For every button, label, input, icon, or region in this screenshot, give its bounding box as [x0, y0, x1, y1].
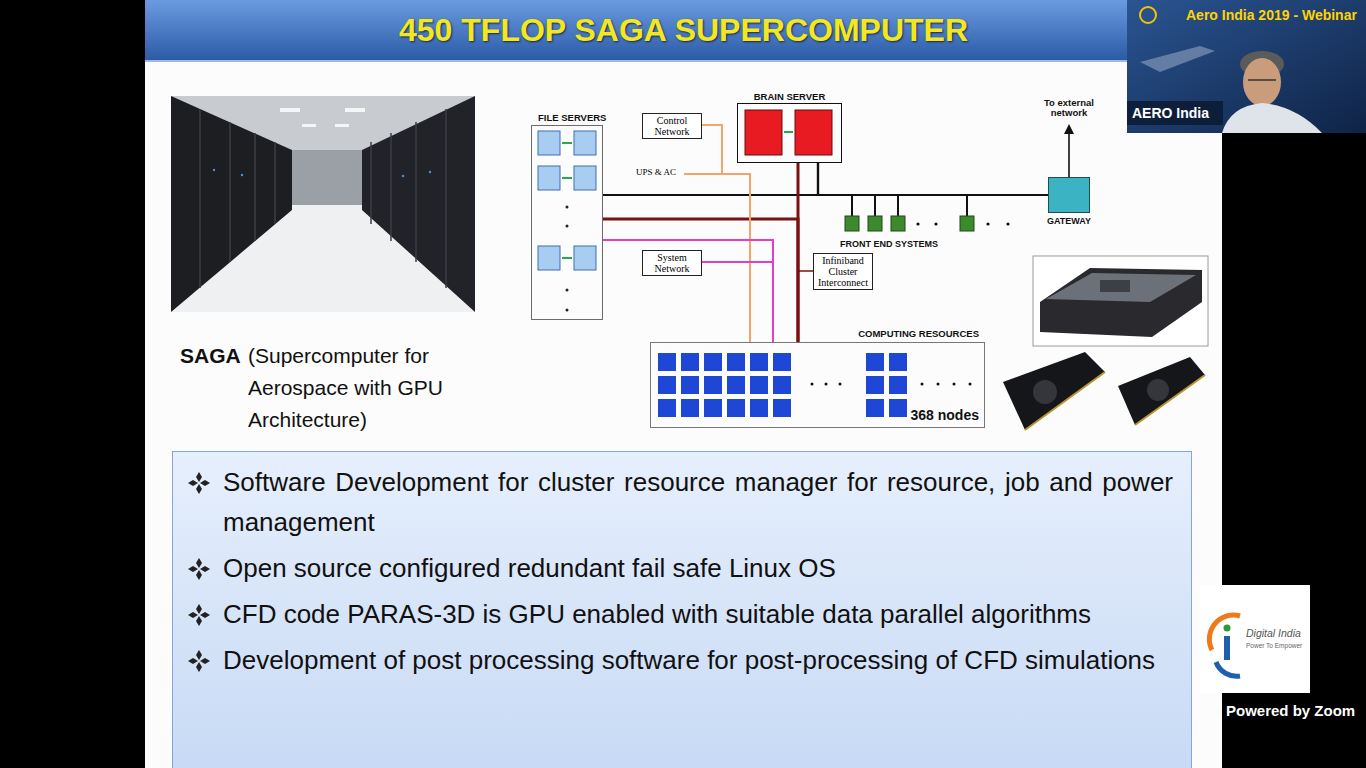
- bullet-item: Development of post processing software …: [185, 640, 1173, 680]
- bullet-item: Software Development for cluster resourc…: [185, 462, 1173, 542]
- bullet-diamond: [200, 612, 210, 618]
- bullet-symbol: [187, 649, 211, 673]
- node-label: Control Network: [643, 114, 701, 138]
- slide-ground: [145, 0, 1222, 768]
- connector: [798, 271, 813, 342]
- node-label: Infiniband Cluster Interconnect: [814, 254, 872, 289]
- connector-line: [603, 163, 818, 195]
- ceiling-light: [280, 108, 300, 112]
- rack-seams: [200, 109, 446, 288]
- ceiling-light: [302, 124, 316, 127]
- bullet-diamond: [196, 662, 202, 672]
- bullet-item: Open source configured redundant fail sa…: [185, 548, 1173, 588]
- bullet-item: CFD code PARAS-3D is GPU enabled with su…: [185, 594, 1173, 634]
- external-network-arrow: [1064, 124, 1074, 177]
- connector-line: [798, 271, 813, 342]
- bullet-diamond: [196, 604, 202, 614]
- bullet-diamond: [196, 558, 202, 568]
- server-and-gpu-picture: [1003, 256, 1208, 430]
- network-tag: Control Network: [642, 113, 702, 139]
- connector: [603, 163, 818, 195]
- node-label: BRAIN SERVER: [738, 92, 841, 102]
- group-label: FRONT END SYSTEMS: [840, 240, 938, 249]
- bullet-symbol: [187, 603, 211, 627]
- bullet-text: CFD code PARAS-3D is GPU enabled with su…: [223, 594, 1173, 634]
- logo-text: Digital India: [1246, 628, 1301, 639]
- logo-tagline: Power To Empower: [1246, 643, 1302, 650]
- compute-cluster-box: COMPUTING RESOURCES368 nodes: [650, 342, 985, 428]
- ceiling-light: [335, 124, 349, 127]
- acronym-expansion: (Supercomputer for Aerospace with GPU Ar…: [248, 340, 482, 436]
- brain-server-units: [745, 110, 832, 155]
- back-wall: [292, 150, 362, 208]
- channel-name: AERO India: [1132, 106, 1209, 120]
- node-note: 368 nodes: [911, 408, 979, 422]
- rack-row: [362, 96, 475, 312]
- connector: [702, 125, 750, 342]
- front-end-systems: [845, 195, 1010, 231]
- gateway-box: GATEWAY: [1048, 177, 1090, 213]
- file-server-units: [538, 131, 596, 312]
- rack-row: [171, 96, 292, 312]
- bullet-diamond: [200, 566, 210, 572]
- network-tag: System Network: [642, 250, 702, 276]
- connector-line: [702, 125, 750, 342]
- bullet-diamond: [196, 484, 202, 494]
- bullet-text: Software Development for cluster resourc…: [223, 462, 1173, 542]
- bullet-diamond: [196, 650, 202, 660]
- rack-leds: [213, 169, 431, 177]
- interconnect-tag: Infiniband Cluster Interconnect: [813, 253, 873, 290]
- bullet-diamond: [196, 616, 202, 626]
- bullet-symbol: [187, 471, 211, 495]
- photo-ceiling: [171, 96, 475, 312]
- connector-line: [603, 240, 773, 342]
- bullet-diamond: [188, 566, 198, 572]
- bullet-panel: Software Development for cluster resourc…: [172, 451, 1192, 768]
- acronym: SAGA: [180, 340, 241, 372]
- brain-server-box: BRAIN SERVER: [737, 103, 842, 163]
- bullet-diamond: [196, 472, 202, 482]
- connector: [818, 163, 1048, 195]
- node-label: COMPUTING RESOURCES: [858, 329, 979, 339]
- line-label: UPS & AC: [636, 168, 676, 177]
- server-room-photo: [171, 96, 475, 312]
- slide-title: 450 TFLOP SAGA SUPERCOMPUTER: [145, 12, 1222, 48]
- node-label: System Network: [643, 251, 701, 275]
- title-rule: [145, 60, 1222, 62]
- bullet-diamond: [196, 570, 202, 580]
- ceiling-light: [345, 108, 365, 112]
- connector-line: [702, 262, 773, 342]
- connector-line: [603, 219, 798, 342]
- bullet-diamond: [200, 658, 210, 664]
- node-label: GATEWAY: [1019, 217, 1119, 226]
- connector: [603, 219, 798, 342]
- connector-line: [818, 163, 1048, 195]
- connector: [702, 262, 773, 342]
- title-bar: [145, 0, 1222, 60]
- bullet-text: Open source configured redundant fail sa…: [223, 548, 1173, 588]
- bullet-text: Development of post processing software …: [223, 640, 1173, 680]
- webinar-banner: Aero India 2019 - Webinar: [1186, 8, 1357, 22]
- digital-india-badge: [1200, 585, 1310, 693]
- bullet-diamond: [188, 480, 198, 486]
- zoom-watermark: Powered by Zoom: [1226, 703, 1355, 718]
- video-thumbnail: [1127, 0, 1366, 133]
- bullet-diamond: [188, 658, 198, 664]
- ups-ac-line: [684, 173, 722, 175]
- file-server-rack: FILE SERVERS: [531, 125, 603, 320]
- node-label: FILE SERVERS: [538, 113, 606, 123]
- arrow-label: To external network: [1039, 98, 1099, 119]
- bullet-diamond: [200, 480, 210, 486]
- bullet-diamond: [188, 612, 198, 618]
- bullet-symbol: [187, 557, 211, 581]
- connector: [603, 240, 773, 342]
